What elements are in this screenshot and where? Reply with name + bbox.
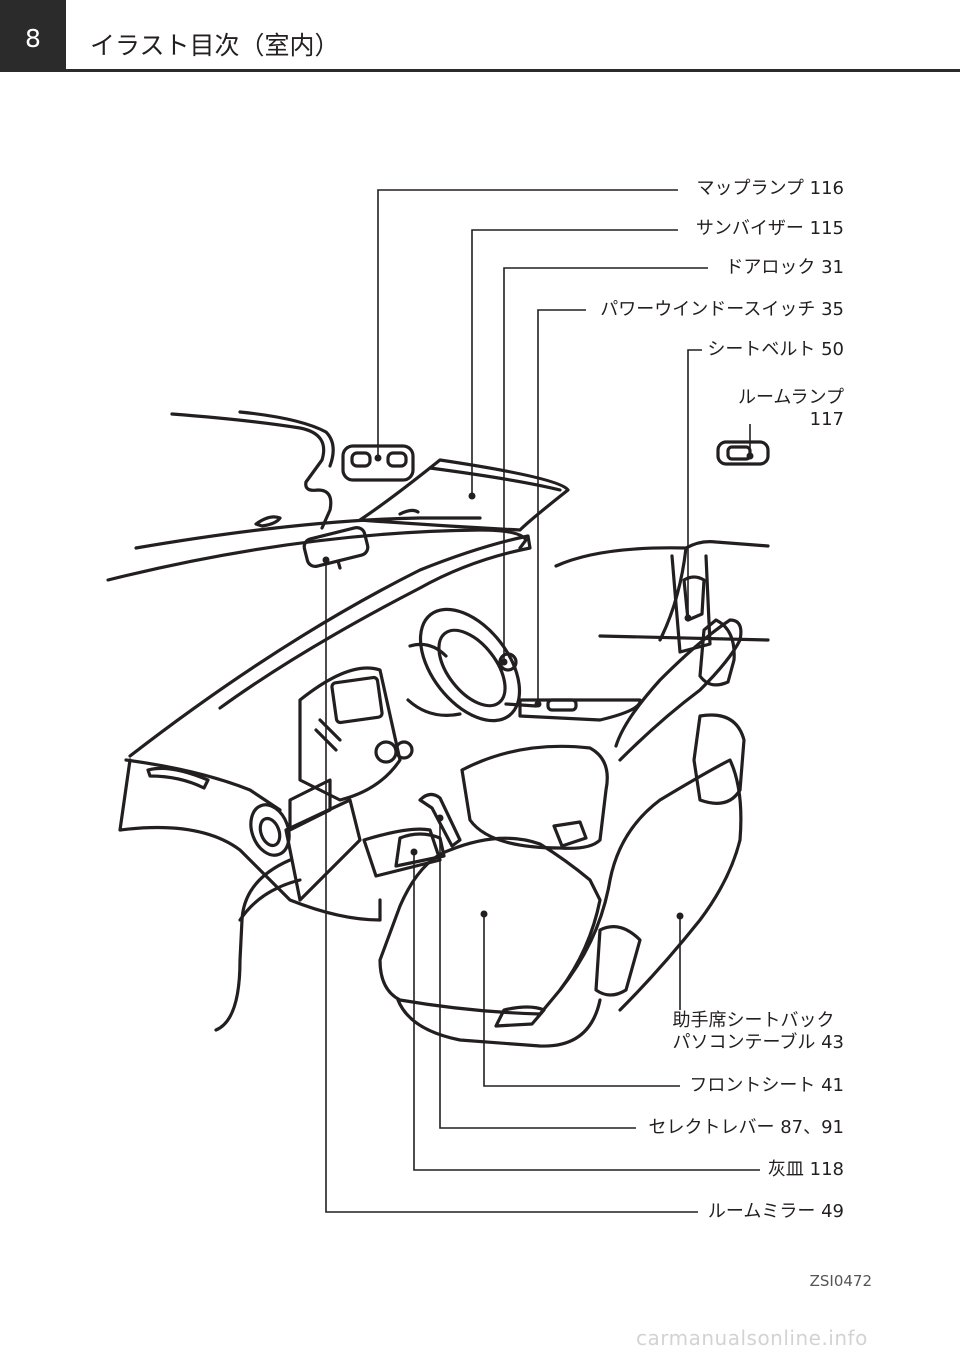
callout-room-mirror: ルームミラー 49 (707, 1201, 844, 1222)
callout-room-lamp-name: ルームランプ (737, 387, 844, 408)
callout-power-window-switch: パワーウインドースイッチ 35 (600, 299, 844, 320)
watermark: carmanualsonline.info (636, 1326, 868, 1350)
room-lamp-shape (716, 440, 770, 466)
sun-visor-shape (358, 458, 570, 532)
page-number: 8 (25, 24, 41, 53)
rearview-mirror-shape (302, 526, 370, 568)
callout-front-seat: フロントシート 41 (689, 1075, 844, 1096)
front-seat-cushion (378, 836, 602, 1016)
callout-map-lamp: マップランプ 116 (696, 178, 844, 199)
callout-seatback-line2: パソコンテーブル 43 (672, 1032, 844, 1053)
callout-select-lever: セレクトレバー 87、91 (648, 1117, 844, 1138)
page-title: イラスト目次（室内） (90, 31, 340, 60)
callout-seat-belt: シートベルト 50 (707, 339, 844, 360)
callout-ashtray: 灰皿 118 (767, 1159, 844, 1180)
steering-wheel-shape (418, 607, 522, 723)
page-header: 8 イラスト目次（室内） (0, 0, 960, 72)
callout-door-lock: ドアロック 31 (725, 257, 844, 278)
figure-code: ZSI0472 (809, 1272, 872, 1290)
callout-sun-visor: サンバイザー 115 (695, 218, 844, 239)
page-number-tab: 8 (0, 0, 66, 72)
callout-seatback-pc-table: 助手席シートバック パソコンテーブル 43 (672, 1010, 844, 1054)
callout-seatback-line1: 助手席シートバック (672, 1010, 835, 1031)
header-divider (66, 69, 960, 72)
headliner-edge (170, 412, 333, 530)
callout-room-lamp: ルームランプ 117 (738, 387, 844, 431)
callout-room-lamp-page: 117 (809, 409, 844, 430)
